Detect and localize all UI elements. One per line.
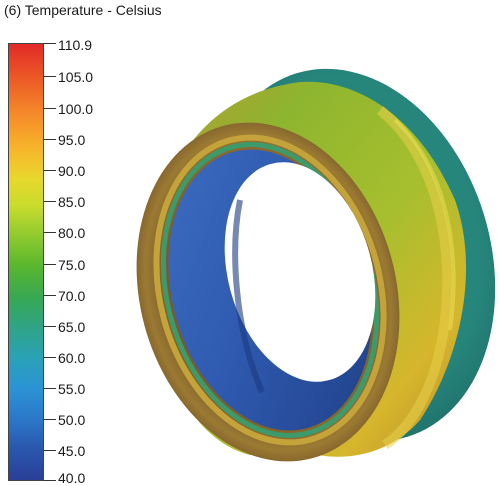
scale-label: 100.0: [58, 101, 94, 117]
scale-tick: [44, 264, 56, 265]
scale-label: 55.0: [58, 381, 86, 397]
scale-label-max: 110.9: [58, 37, 92, 53]
scale-tick: [44, 326, 56, 327]
scale-label: 75.0: [58, 257, 86, 273]
legend-title: (6) Temperature - Celsius: [4, 2, 162, 18]
scale-tick: [44, 357, 56, 358]
scale-tick: [44, 201, 56, 202]
scale-tick: [44, 139, 56, 140]
scale-label: 85.0: [58, 194, 86, 210]
scale-label: 90.0: [58, 163, 86, 179]
scale-label: 60.0: [58, 350, 86, 366]
scale-label-min: 40.0: [58, 470, 86, 486]
scale-tick-min: [44, 480, 56, 481]
scale-tick: [44, 108, 56, 109]
scale-label: 105.0: [58, 69, 94, 85]
scale-label: 70.0: [58, 288, 86, 304]
scale-label: 80.0: [58, 225, 86, 241]
scale-tick: [44, 76, 56, 77]
scale-tick: [44, 450, 56, 451]
scale-tick: [44, 419, 56, 420]
scale-label: 95.0: [58, 132, 86, 148]
scale-tick: [44, 232, 56, 233]
scale-label: 65.0: [58, 319, 86, 335]
scale-label: 50.0: [58, 412, 86, 428]
ring-inner-bore: [168, 149, 376, 431]
scale-tick: [44, 388, 56, 389]
scale-tick-max: [44, 43, 56, 44]
scale-label: 45.0: [58, 443, 86, 459]
color-scale-bar: [8, 43, 44, 481]
scale-tick: [44, 295, 56, 296]
scale-tick: [44, 170, 56, 171]
